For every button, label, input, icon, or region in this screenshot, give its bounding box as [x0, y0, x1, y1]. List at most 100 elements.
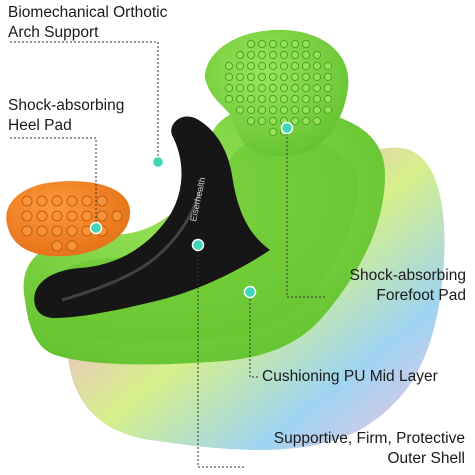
pad-nub — [312, 94, 322, 104]
pad-nub — [235, 72, 245, 82]
forefoot-pad-nubs — [224, 39, 333, 137]
pad-nub — [246, 39, 256, 49]
pad-nub — [290, 105, 300, 115]
pad-nub — [301, 105, 311, 115]
pad-nub — [268, 72, 278, 82]
leader-lines — [10, 41, 325, 468]
pad-nub — [268, 39, 278, 49]
pad-nub — [312, 72, 322, 82]
pad-nub — [312, 83, 322, 93]
pad-nub — [290, 61, 300, 71]
marker-arch — [151, 155, 165, 169]
forefoot-pad — [205, 29, 349, 157]
pad-nub — [81, 210, 93, 222]
pad-nub — [290, 50, 300, 60]
pad-nub — [224, 83, 234, 93]
pad-nub — [235, 61, 245, 71]
pad-nub — [224, 72, 234, 82]
pad-nub — [279, 94, 289, 104]
pad-nub — [268, 61, 278, 71]
pad-nub — [257, 50, 267, 60]
callout-heel-line1: Shock-absorbing — [8, 97, 125, 114]
pad-nub — [66, 225, 78, 237]
pad-nub — [224, 61, 234, 71]
callout-arch-line1: Biomechanical Orthotic — [8, 4, 168, 21]
callout-arch-support: Biomechanical Orthotic Arch Support — [8, 3, 167, 43]
pad-nub — [301, 83, 311, 93]
pad-nub — [96, 195, 108, 207]
pad-nub — [257, 83, 267, 93]
pad-nub — [290, 83, 300, 93]
pad-nub — [268, 50, 278, 60]
pad-nub — [257, 72, 267, 82]
pad-nub — [301, 72, 311, 82]
pad-nub — [51, 240, 63, 252]
pad-nub — [268, 116, 278, 126]
pad-nub — [235, 94, 245, 104]
pad-nub — [246, 50, 256, 60]
leader-shell — [197, 245, 244, 468]
pad-nub — [301, 116, 311, 126]
callout-pu-mid-layer: Cushioning PU Mid Layer — [262, 367, 438, 387]
callout-forefoot-pad: Shock-absorbing Forefoot Pad — [330, 266, 466, 306]
pad-nub — [323, 105, 333, 115]
arch-support — [34, 116, 270, 318]
pad-nub — [268, 127, 278, 137]
pad-nub — [246, 116, 256, 126]
marker-forefoot — [280, 121, 294, 135]
pad-nub — [290, 94, 300, 104]
pad-nub — [312, 116, 322, 126]
pad-nub — [36, 195, 48, 207]
leader-pu — [249, 292, 258, 378]
pad-nub — [246, 83, 256, 93]
pad-nub — [51, 225, 63, 237]
pad-nub — [279, 72, 289, 82]
callout-forefoot-line1: Shock-absorbing — [349, 267, 466, 284]
pad-nub — [268, 105, 278, 115]
callout-forefoot-line2: Forefoot Pad — [376, 287, 466, 304]
marker-pu — [243, 285, 257, 299]
pad-nub — [257, 94, 267, 104]
pad-nub — [257, 39, 267, 49]
pad-nub — [235, 105, 245, 115]
pad-nub — [81, 195, 93, 207]
callout-arch-line2: Arch Support — [8, 24, 99, 41]
callout-heel-line2: Heel Pad — [8, 117, 72, 134]
leader-forefoot — [286, 128, 325, 298]
leader-arch — [10, 41, 159, 160]
pad-nub — [323, 61, 333, 71]
pad-nub — [257, 61, 267, 71]
pad-nub — [268, 83, 278, 93]
pad-nub — [21, 195, 33, 207]
pad-nub — [268, 94, 278, 104]
pad-nub — [312, 50, 322, 60]
callout-outer-shell: Supportive, Firm, Protective Outer Shell — [246, 429, 465, 469]
pad-nub — [257, 116, 267, 126]
pad-nub — [66, 240, 78, 252]
pad-nub — [290, 39, 300, 49]
pad-nub — [301, 50, 311, 60]
pad-nub — [36, 210, 48, 222]
pad-nub — [323, 83, 333, 93]
marker-heel — [89, 221, 103, 235]
pad-nub — [246, 61, 256, 71]
pad-nub — [312, 61, 322, 71]
pad-nub — [290, 116, 300, 126]
pad-nub — [301, 39, 311, 49]
pad-nub — [246, 94, 256, 104]
pad-nub — [51, 210, 63, 222]
pad-nub — [235, 83, 245, 93]
leader-heel — [10, 137, 97, 228]
heel-pad-nubs — [21, 195, 123, 252]
pad-nub — [246, 105, 256, 115]
pad-nub — [290, 72, 300, 82]
arch-support-highlight — [61, 189, 202, 302]
callout-heel-pad: Shock-absorbing Heel Pad — [8, 96, 124, 136]
pad-nub — [279, 61, 289, 71]
pad-nub — [36, 225, 48, 237]
pad-nub — [312, 105, 322, 115]
pad-nub — [21, 210, 33, 222]
pad-nub — [66, 210, 78, 222]
pad-nub — [279, 83, 289, 93]
pad-nub — [111, 210, 123, 222]
